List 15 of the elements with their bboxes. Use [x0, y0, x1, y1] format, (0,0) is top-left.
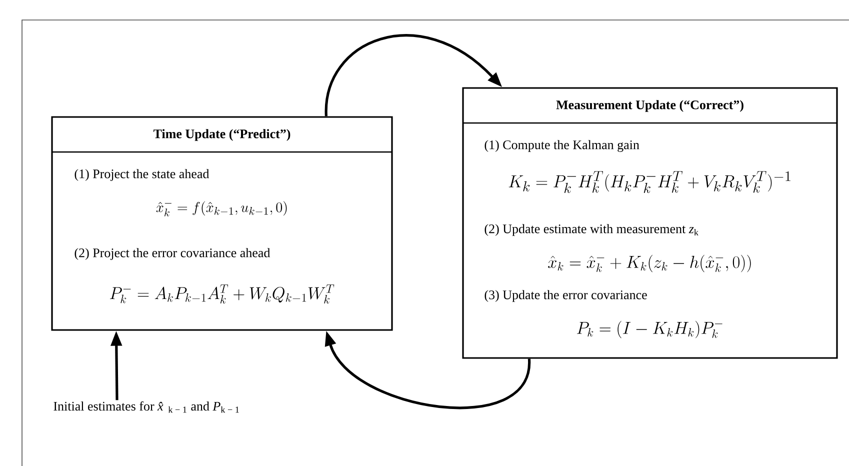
equation: $\hat{x}_k^- = f(\hat{x}_{k-1}, u_{k-1}, 0)$ [156, 201, 287, 216]
equation: $P_k = (I - K_k H_k) P_k^-$ [576, 320, 722, 338]
box-heading: Measurement Update (“Correct”) [556, 100, 744, 112]
step-text: (1) Project the state ahead [74, 169, 210, 181]
update-box [462, 87, 838, 359]
step-text: (3) Update the error covariance [484, 290, 647, 302]
box-heading: Time Update (“Predict”) [154, 129, 290, 141]
step-text: (2) Update estimate with measurement z$_{k}$ [484, 224, 698, 236]
equation: $\hat{x}_k = \hat{x}_k^- + K_k(z_k - h(\hat{x}_k^-, 0))$ [548, 254, 751, 272]
update-box [51, 116, 393, 331]
equation: $K_k = P_k^- H_k^T (H_k P_k^- H_k^T + V_k R_k V_k^T)^{-1}$ [508, 171, 790, 194]
note-text: Initial estimates for x̂$_{k − 1}$ and P$_{k − 1}$ [54, 401, 239, 413]
step-text: (2) Project the error covariance ahead [74, 248, 270, 260]
equation: $P_k^- = A_k P_{k-1} A_k^T + W_k Q_{k-1} W_k^T$ [110, 284, 334, 304]
step-text: (1) Compute the Kalman gain [484, 140, 640, 152]
